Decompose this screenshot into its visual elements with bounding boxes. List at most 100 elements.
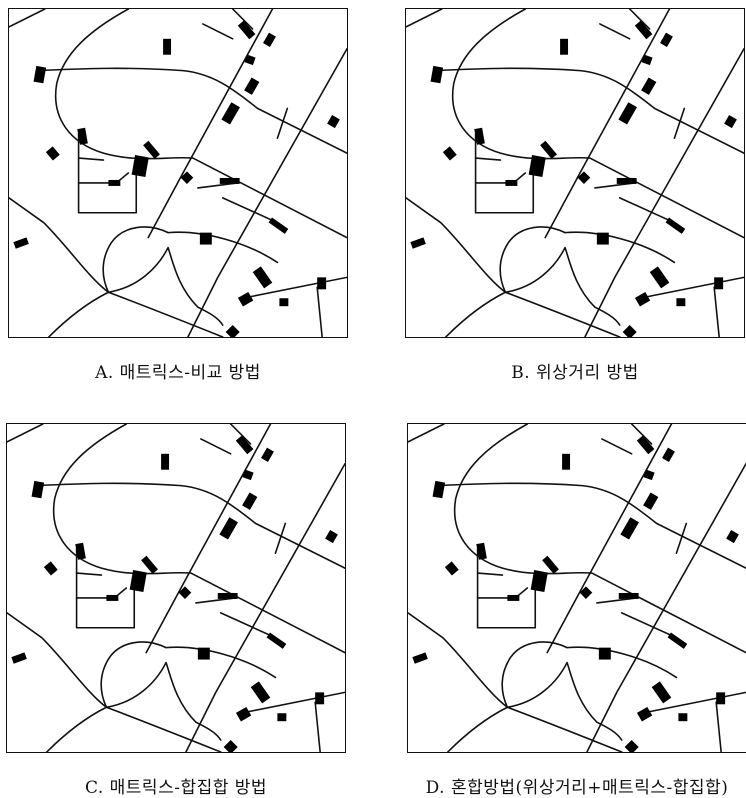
building [129, 570, 147, 593]
building [219, 517, 238, 540]
building [474, 127, 485, 145]
road [244, 691, 345, 714]
road [75, 572, 103, 576]
road [36, 482, 345, 569]
road [501, 641, 568, 709]
road [453, 424, 746, 654]
road [200, 438, 232, 455]
road [476, 572, 504, 576]
building [507, 594, 520, 601]
road-network [408, 424, 746, 752]
caption-d: D. 혼합방법(위상거리+매트릭스-합집합) [425, 778, 729, 798]
road [408, 612, 623, 752]
building [252, 266, 273, 289]
building [219, 177, 240, 184]
road [474, 157, 502, 161]
road [316, 286, 323, 337]
buildings [410, 20, 737, 337]
building [641, 54, 653, 66]
road [7, 612, 222, 752]
building [542, 555, 559, 574]
road [499, 226, 566, 294]
road [145, 424, 272, 654]
map-a [8, 8, 348, 338]
building [223, 740, 238, 752]
road [75, 587, 128, 599]
building [250, 681, 271, 704]
road [314, 701, 321, 752]
building [618, 592, 639, 599]
road [504, 246, 621, 326]
building [31, 480, 45, 499]
road [100, 641, 167, 709]
building [410, 237, 426, 249]
road-network [9, 9, 347, 337]
road [185, 462, 345, 752]
road [564, 231, 676, 264]
building [622, 325, 637, 337]
road [38, 67, 347, 154]
building [235, 435, 254, 455]
road [446, 706, 509, 752]
building [636, 435, 655, 455]
building [43, 561, 58, 576]
building [327, 115, 340, 129]
building [244, 77, 260, 95]
building [199, 232, 212, 245]
building [634, 20, 653, 40]
building [667, 632, 688, 649]
road [105, 661, 222, 741]
building [665, 217, 686, 234]
road [7, 424, 44, 443]
road-network [406, 9, 744, 337]
building [432, 480, 446, 499]
building [45, 146, 60, 161]
road [476, 587, 529, 599]
building [225, 325, 240, 337]
building [651, 681, 672, 704]
road [713, 286, 720, 337]
road [47, 291, 110, 337]
map-canvas [9, 9, 347, 337]
building [217, 592, 238, 599]
building [13, 237, 29, 249]
buildings [13, 20, 340, 337]
building [163, 38, 172, 55]
road [221, 197, 279, 224]
building [598, 647, 611, 660]
building [649, 266, 670, 289]
building [412, 652, 428, 664]
building [237, 20, 256, 40]
caption-a: A. 매트릭스-비교 방법 [95, 363, 261, 383]
road [77, 172, 130, 184]
building [430, 65, 444, 84]
building [178, 586, 192, 600]
road [102, 226, 169, 294]
road [544, 9, 671, 239]
building [616, 177, 637, 184]
road [628, 9, 651, 30]
road [618, 197, 676, 224]
caption-b: B. 위상거리 방법 [511, 363, 639, 383]
buildings [11, 435, 338, 752]
road [715, 701, 722, 752]
building [560, 38, 569, 55]
road [219, 612, 277, 639]
building [237, 291, 254, 307]
road [586, 462, 746, 752]
road [546, 424, 673, 654]
building [726, 530, 739, 544]
building [624, 740, 639, 752]
building [244, 54, 256, 66]
road [601, 438, 633, 455]
building [714, 277, 724, 290]
building [141, 555, 158, 574]
building [620, 517, 639, 540]
building [77, 127, 88, 145]
building [11, 652, 27, 664]
road [620, 612, 678, 639]
building [724, 115, 737, 129]
building [235, 706, 252, 722]
road-network [7, 424, 345, 752]
building [161, 453, 170, 470]
